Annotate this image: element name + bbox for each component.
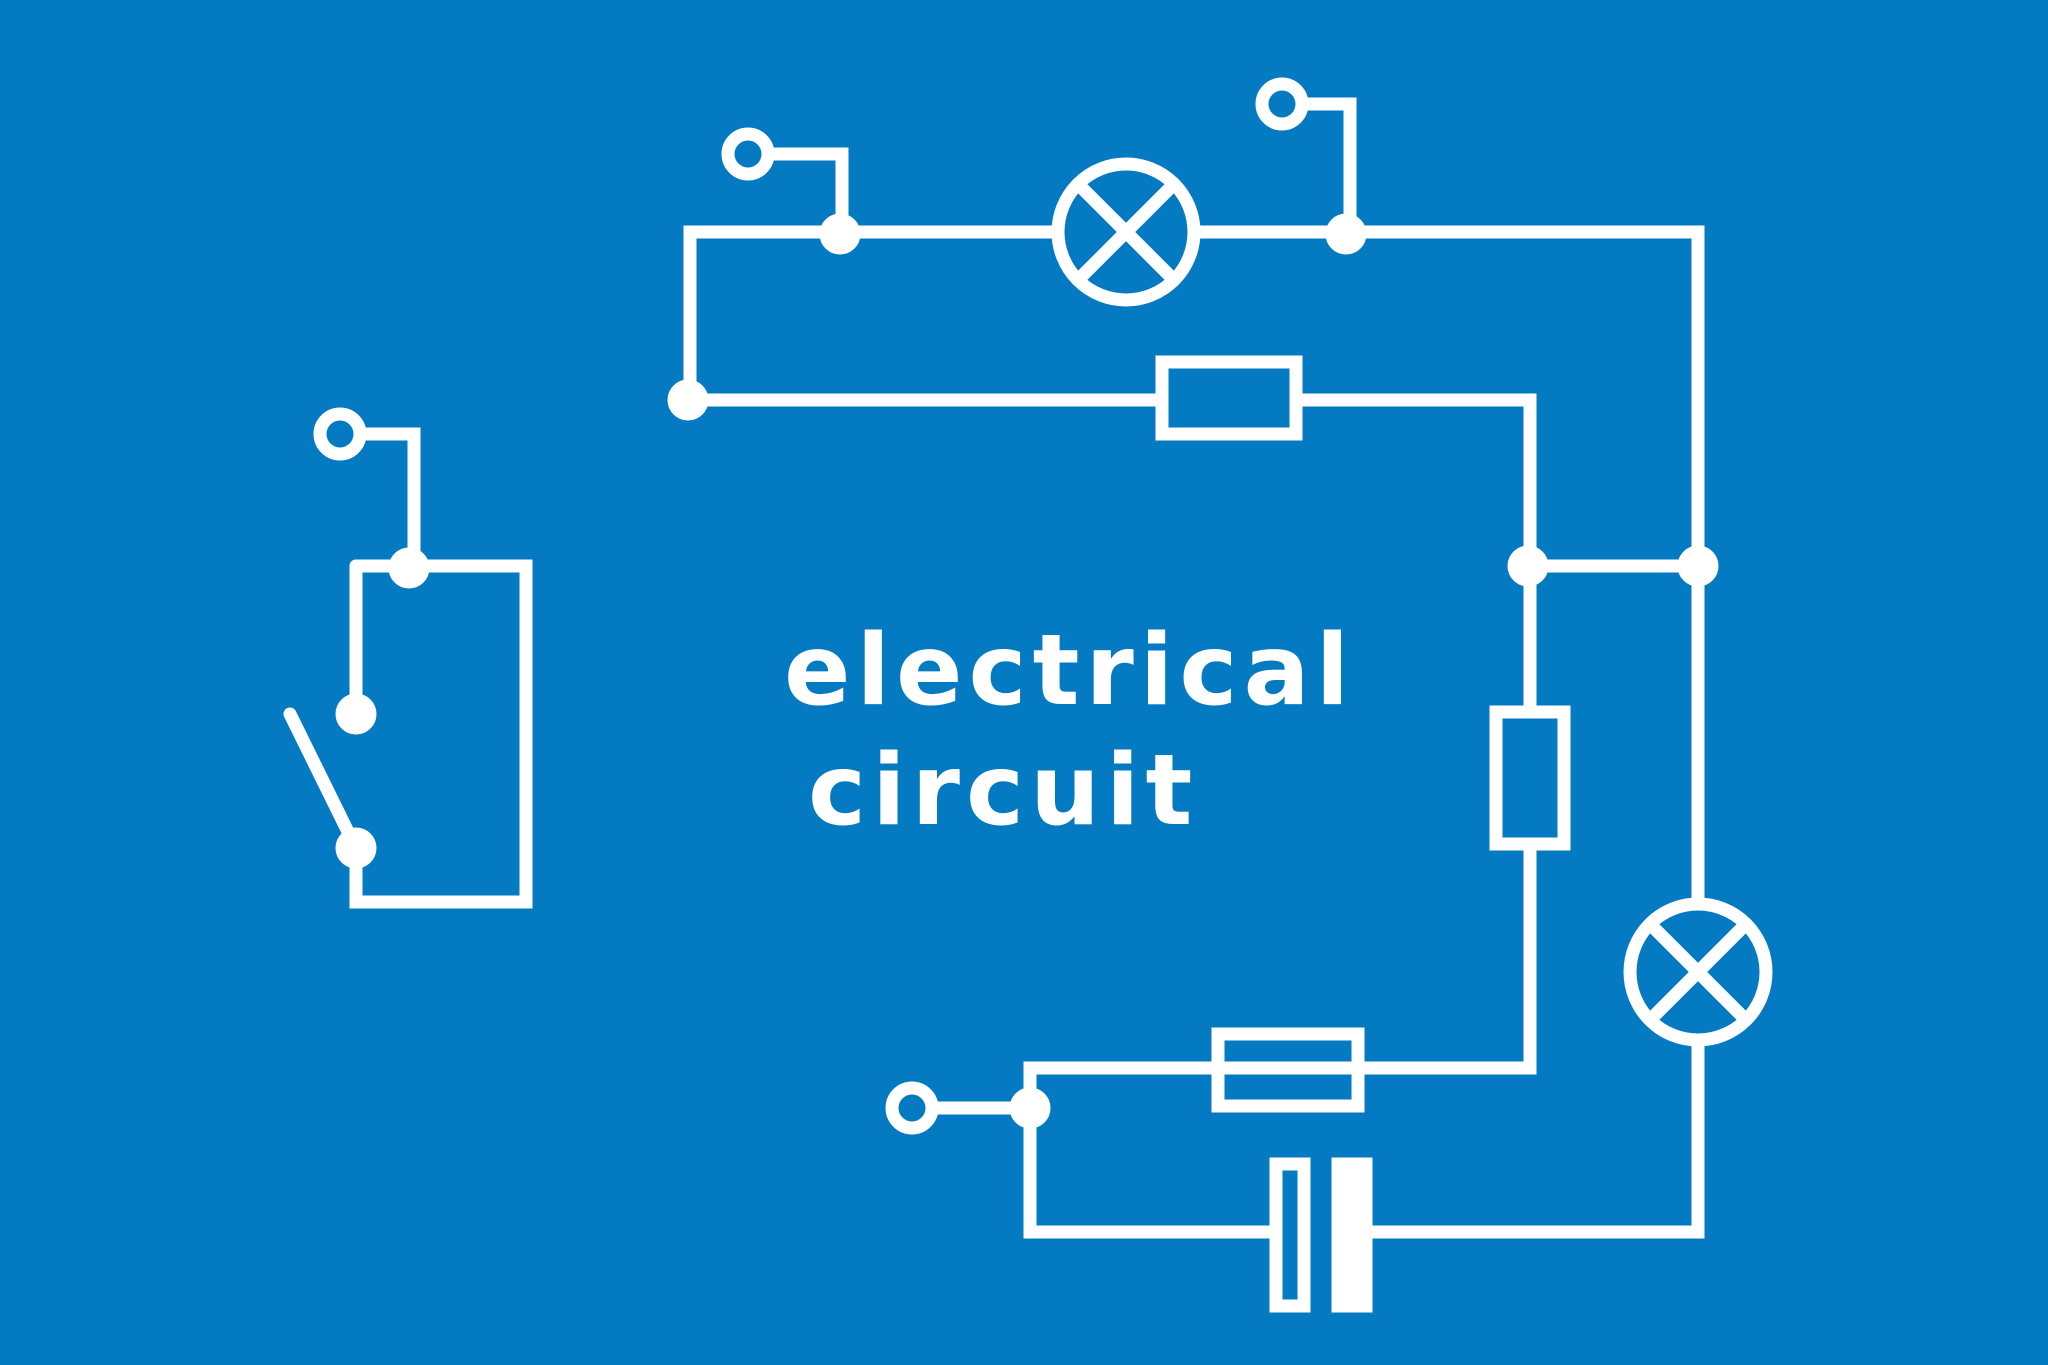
wire (1295, 97, 1357, 239)
wire (349, 559, 533, 909)
lamp-top-symbol (1051, 157, 1201, 307)
junction-dot (1325, 213, 1367, 255)
switch-subcircuit (283, 407, 533, 909)
junction-dot (335, 827, 377, 869)
wire (1359, 1035, 1705, 1239)
fuse-symbol (1211, 1027, 1365, 1113)
junction-dot (388, 547, 430, 589)
junction-dot (335, 693, 377, 735)
main-circuit (667, 77, 1773, 1313)
lamp-right-symbol (1623, 897, 1773, 1047)
wire (761, 147, 849, 239)
wire (683, 225, 1065, 403)
wire (1289, 393, 1537, 553)
wire (1351, 837, 1537, 1075)
junction-dot (1009, 1087, 1051, 1129)
junction-dot (667, 379, 709, 421)
resistor-horizontal-symbol (1155, 355, 1303, 441)
resistor-vertical-symbol (1489, 705, 1571, 851)
junction-dot (1677, 545, 1719, 587)
wire (1023, 1061, 1283, 1239)
switch-lever (283, 707, 363, 855)
junction-dot (819, 213, 861, 255)
wire (353, 427, 421, 573)
capacitor-symbol (1269, 1157, 1373, 1313)
